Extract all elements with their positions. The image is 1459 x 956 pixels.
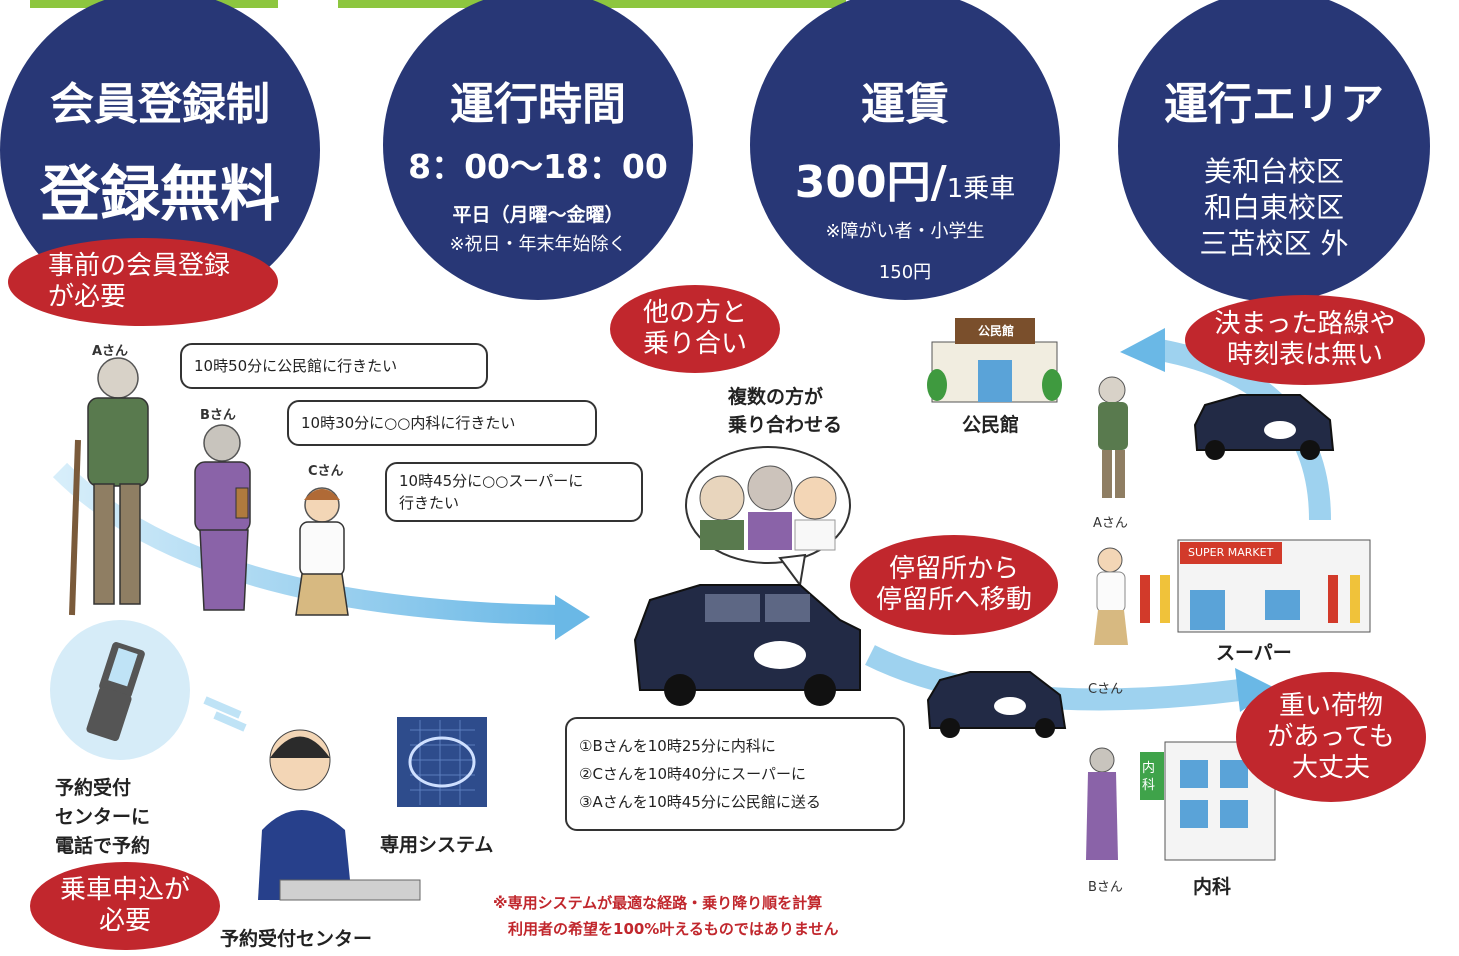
phone-illustration: [50, 620, 190, 760]
pre-registration-bubble: 事前の会員登録 が必要: [8, 238, 278, 326]
main-taxi: [633, 584, 861, 706]
operator-illustration: [258, 729, 421, 901]
shared-ride-line-2: 乗り合い: [642, 329, 747, 359]
fare-circle: 運賃 300円/1乗車 ※障がい者・小学生 150円: [750, 0, 1060, 300]
phone-text-2: センターに: [55, 806, 151, 828]
reservation-center-label: 予約受付センター: [220, 928, 373, 950]
fare-title: 運賃: [861, 79, 949, 130]
system-step-3: ③Aさんを10時45分に公民館に送る: [579, 793, 821, 811]
community-hall-label: 公民館: [962, 414, 1020, 436]
rider-a-figure: [1098, 376, 1128, 498]
clinic-label: 内科: [1193, 876, 1232, 898]
person-a-request: 10時50分に公民館に行きたい: [180, 343, 488, 389]
shared-ride-label-1: 複数の方が: [728, 386, 824, 408]
membership-free-text: 登録無料: [40, 160, 280, 230]
person-a-request-text: 10時50分に公民館に行きたい: [194, 357, 398, 375]
person-c-request-text-2: 行きたい: [399, 494, 460, 512]
person-c-name: Cさん: [308, 464, 344, 479]
community-hall-sign: 公民館: [978, 324, 1015, 338]
supermarket-sign: SUPER MARKET: [1188, 546, 1274, 559]
hours-circle: 運行時間 8：00～18：00 平日（月曜～金曜） ※祝日・年末年始除く: [383, 0, 693, 300]
shared-ride-line-1: 他の方と: [642, 298, 747, 328]
footnote-line-1: ※専用システムが最適な経路・乗り降り順を計算: [493, 894, 823, 912]
person-a-figure: [69, 357, 149, 616]
system-step-2: ②Cさんを10時40分にスーパーに: [579, 765, 806, 783]
fare-note-1: ※障がい者・小学生: [825, 221, 985, 242]
heavy-luggage-line-3: 大丈夫: [1291, 752, 1370, 783]
person-b-request: 10時30分に○○内科に行きたい: [287, 400, 597, 446]
fare-note-2: 150円: [878, 262, 932, 283]
booking-required-line-2: 必要: [98, 906, 151, 936]
upper-taxi: [1193, 394, 1335, 460]
rider-c-figure: [1094, 547, 1128, 645]
phone-text-3: 電話で予約: [55, 835, 151, 857]
area-line-1: 美和台校区: [1203, 155, 1344, 188]
stop-to-stop-bubble: 停留所から 停留所へ移動: [850, 535, 1058, 635]
shared-ride-faces: [685, 446, 851, 588]
footnote-line-2: 利用者の希望を100%叶えるものではありません: [508, 920, 839, 938]
rider-b-figure: [1086, 747, 1118, 860]
person-c-request: 10時45分に○○スーパーに 行きたい: [385, 462, 643, 522]
clinic-sign: 内科: [1142, 761, 1156, 793]
area-title: 運行エリア: [1164, 79, 1384, 130]
person-b-request-text: 10時30分に○○内科に行きたい: [301, 414, 516, 432]
no-fixed-route-bubble: 決まった路線や 時刻表は無い: [1185, 295, 1425, 385]
community-hall-building: [927, 318, 1062, 403]
system-step-1: ①Bさんを10時25分に内科に: [579, 737, 776, 755]
flow-arrow-1-head: [555, 595, 590, 640]
membership-title: 会員登録制: [50, 79, 270, 130]
area-circle: 運行エリア 美和台校区 和白東校区 三苫校区 外: [1118, 0, 1430, 302]
fare-price-line: 300円/1乗車: [750, 146, 1060, 210]
flow-arrow-3-head: [1120, 328, 1165, 372]
person-b-name: Bさん: [200, 408, 236, 423]
supermarket-building: [1140, 539, 1371, 633]
fare-unit: 1乗車: [946, 174, 1016, 204]
shared-ride-label-2: 乗り合わせる: [728, 414, 843, 436]
heavy-luggage-line-2: があっても: [1267, 721, 1395, 752]
heavy-luggage-line-1: 重い荷物: [1278, 690, 1383, 721]
person-c-request-text-1: 10時45分に○○スーパーに: [399, 472, 584, 490]
stop-to-stop-line-2: 停留所へ移動: [875, 585, 1032, 615]
system-icon: [397, 717, 487, 807]
area-line-3: 三苫校区 外: [1199, 227, 1349, 260]
stop-to-stop-line-1: 停留所から: [888, 554, 1019, 584]
booking-required-bubble: 乗車申込が 必要: [30, 862, 220, 950]
no-fixed-route-line-1: 決まった路線や: [1214, 309, 1396, 339]
system-label: 専用システム: [380, 834, 494, 856]
fare-price: 300円/: [794, 157, 947, 208]
person-b-figure: [194, 424, 251, 611]
hours-title: 運行時間: [450, 79, 626, 130]
heavy-luggage-bubble: 重い荷物 があっても 大丈夫: [1236, 672, 1426, 802]
small-taxi: [926, 671, 1067, 738]
rider-c-label: Cさん: [1088, 682, 1124, 697]
rider-a-label: Aさん: [1093, 516, 1128, 531]
hours-note: ※祝日・年末年始除く: [449, 234, 627, 255]
rider-b-label: Bさん: [1088, 880, 1123, 895]
no-fixed-route-line-2: 時刻表は無い: [1226, 340, 1383, 370]
flow-arrow-2-head: [1235, 668, 1275, 712]
clinic-building: [1140, 741, 1276, 861]
pre-registration-line-2: が必要: [48, 282, 127, 312]
hours-time: 8：00～18：00: [408, 147, 668, 186]
pre-registration-line-1: 事前の会員登録: [48, 251, 231, 281]
phone-text-1: 予約受付: [55, 777, 132, 799]
shared-ride-bubble: 他の方と 乗り合い: [610, 285, 780, 373]
hours-days: 平日（月曜～金曜）: [452, 204, 624, 226]
area-line-2: 和白東校区: [1203, 191, 1344, 224]
booking-required-line-1: 乗車申込が: [59, 875, 190, 905]
signal-waves: [203, 696, 247, 732]
supermarket-label: スーパー: [1216, 642, 1292, 664]
person-a-name: Aさん: [92, 344, 129, 359]
person-c-figure: [295, 487, 349, 616]
system-route-bubble: ①Bさんを10時25分に内科に ②Cさんを10時40分にスーパーに ③Aさんを1…: [565, 717, 905, 831]
